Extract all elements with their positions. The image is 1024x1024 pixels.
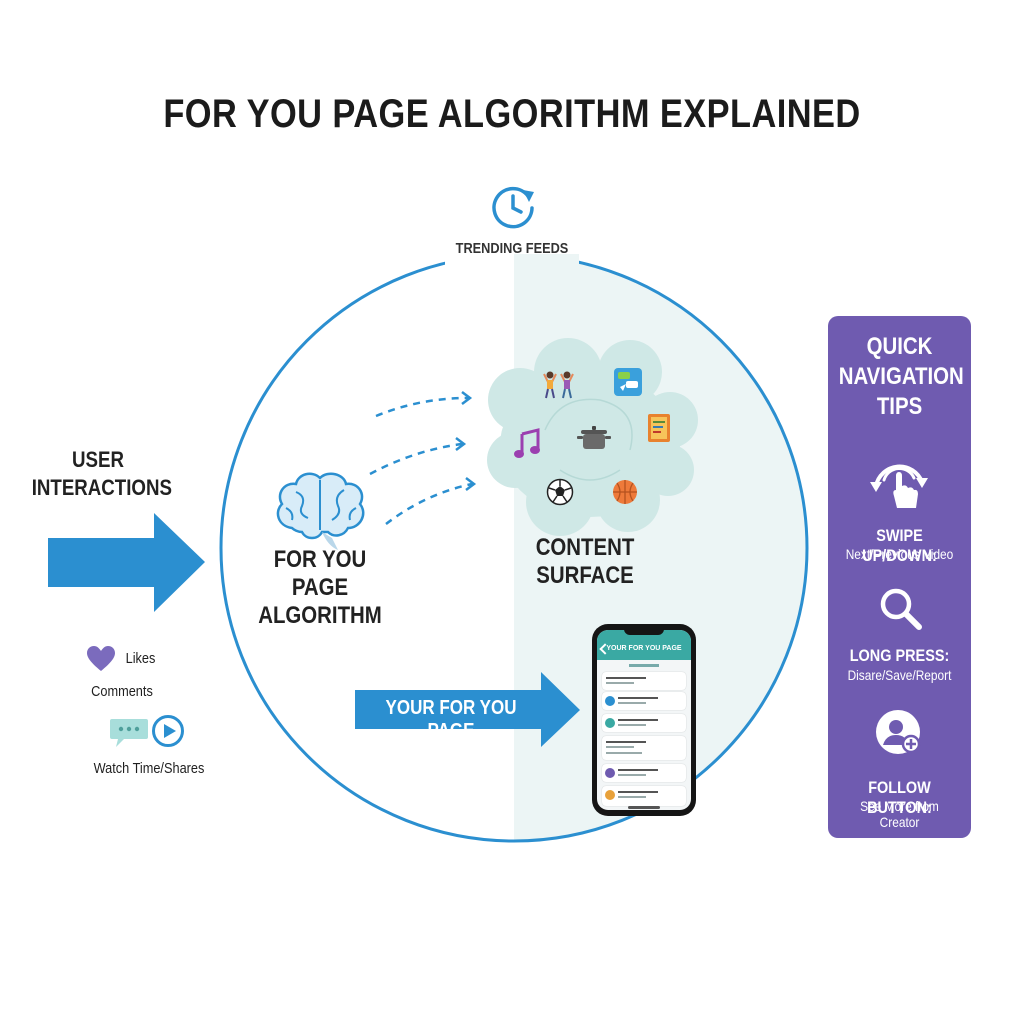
feed-row [602,672,686,690]
magnifier-icon [880,588,922,630]
dancers-icon [543,371,574,399]
algorithm-line1: FOR YOU PAGE [273,546,367,601]
phone-subheader [629,664,659,667]
play-button-icon [152,715,184,747]
tip-longpress-desc: Disare/Save/Report [847,667,952,683]
watch-time-label: Watch Time/Shares [93,760,205,777]
swipe-hand-icon [870,464,928,508]
book-icon [648,414,670,442]
phone-header [597,630,691,660]
tip-swipe-head: SWIPE UP/DOWN: [862,526,937,565]
content-surface-label: CONTENT SURFACE [517,534,653,590]
feed-row [602,736,686,760]
clock-refresh-icon [492,186,534,229]
chat-bubble-icon [110,719,148,747]
basketball-icon [613,480,637,504]
feed-row [602,714,686,732]
feed-row [602,764,686,782]
phone-notch [624,627,664,635]
music-note-icon [514,428,540,458]
page-title: FOR YOU PAGE ALGORITHM EXPLAINED [163,92,861,136]
user-interactions-arrow [48,513,205,612]
phone-screen: YOUR FOR YOU PAGE [597,630,691,810]
quick-tips-title: QUICK NAVIGATION TIPS [838,332,964,422]
phone-title: YOUR FOR YOU PAGE [606,645,682,652]
quick-tips-line3: TIPS [876,393,923,420]
soccer-ball-icon [546,478,574,506]
heart-icon [87,646,115,671]
dashed-arrows [369,396,473,525]
content-line2: SURFACE [536,562,634,589]
add-user-icon [876,710,921,754]
your-fyp-label: YOUR FOR YOU PAGE [385,697,517,742]
comments-label: Comments [91,683,153,700]
quick-tips-line1: QUICK [866,333,933,360]
user-interactions-label: USER INTERACTIONS [31,446,172,502]
content-line1: CONTENT [535,534,635,561]
algorithm-label: FOR YOU PAGE ALGORITHM [245,546,395,630]
user-interactions-line2: INTERACTIONS [31,475,172,500]
cooking-pot-icon [577,426,611,449]
tip-swipe-desc: Next/Previous Video [845,546,954,562]
algorithm-line2: ALGORITHM [258,602,382,629]
user-interactions-line1: USER [72,447,124,472]
brain-icon [276,472,365,550]
feed-row [602,692,686,710]
tip-longpress-head: LONG PRESS: [849,646,950,665]
phone-home-bar [628,806,660,809]
tip-follow-head: FOLLOW BUTTON: [867,778,932,817]
feed-row [602,786,686,806]
quick-tips-line2: NAVIGATION [838,363,964,390]
chat-app-icon [614,368,642,396]
trending-feeds-label: TRENDING FEEDS [455,240,569,257]
your-fyp-arrow [355,672,580,747]
likes-label: Likes [125,650,156,667]
tip-follow-desc: See More from Creator [860,798,939,830]
